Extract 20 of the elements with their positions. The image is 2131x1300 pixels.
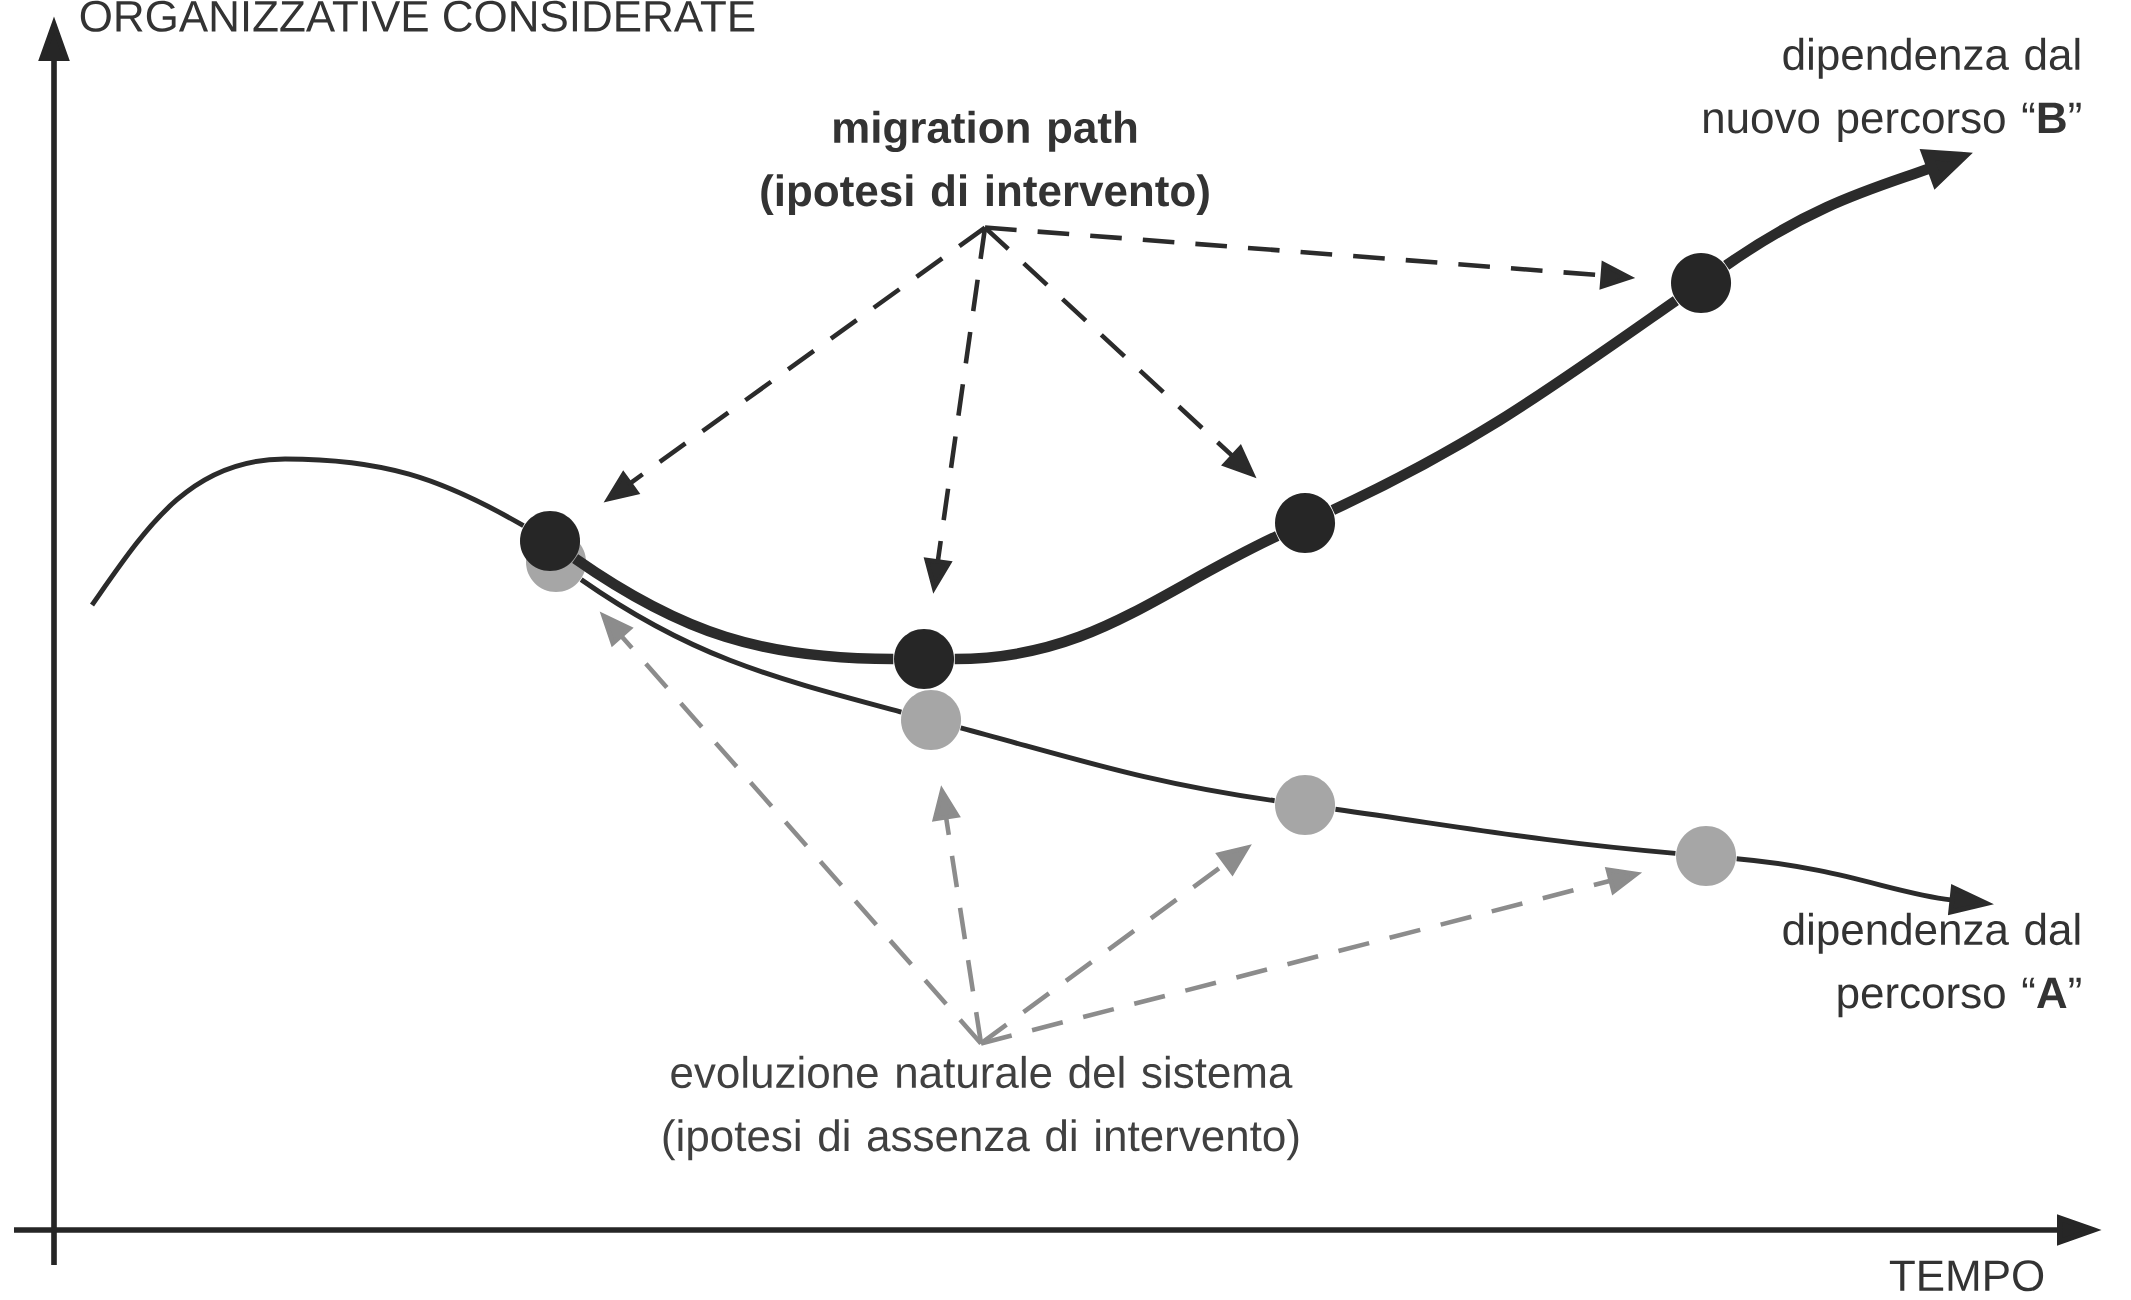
curve-line bbox=[954, 531, 1280, 665]
curve-line bbox=[1330, 296, 1679, 515]
curve-line bbox=[579, 577, 902, 715]
curve-line bbox=[90, 456, 525, 607]
dot bbox=[1676, 826, 1737, 887]
text-label: migration path (ipotesi di intervento) bbox=[761, 110, 1209, 216]
axis-label: ORGANIZZATIVE CONSIDERATE bbox=[80, 0, 755, 32]
text-label: dipendenza dal nuovo percorso “B” bbox=[1704, 37, 2081, 143]
dot bbox=[901, 690, 962, 750]
dot bbox=[894, 629, 955, 689]
dot bbox=[1275, 775, 1336, 835]
dot bbox=[520, 511, 581, 571]
curve-line bbox=[960, 725, 1275, 804]
text-label: evoluzione naturale del sistema (ipotesi di assenza di intervento) bbox=[663, 1055, 1299, 1161]
axis-label: TEMPO bbox=[1889, 1260, 2044, 1292]
curve-line bbox=[572, 554, 894, 665]
text-label: dipendenza dal percorso “A” bbox=[1783, 912, 2081, 1018]
dot bbox=[1671, 253, 1732, 313]
dot bbox=[1275, 493, 1336, 553]
curve-line bbox=[1335, 806, 1676, 856]
